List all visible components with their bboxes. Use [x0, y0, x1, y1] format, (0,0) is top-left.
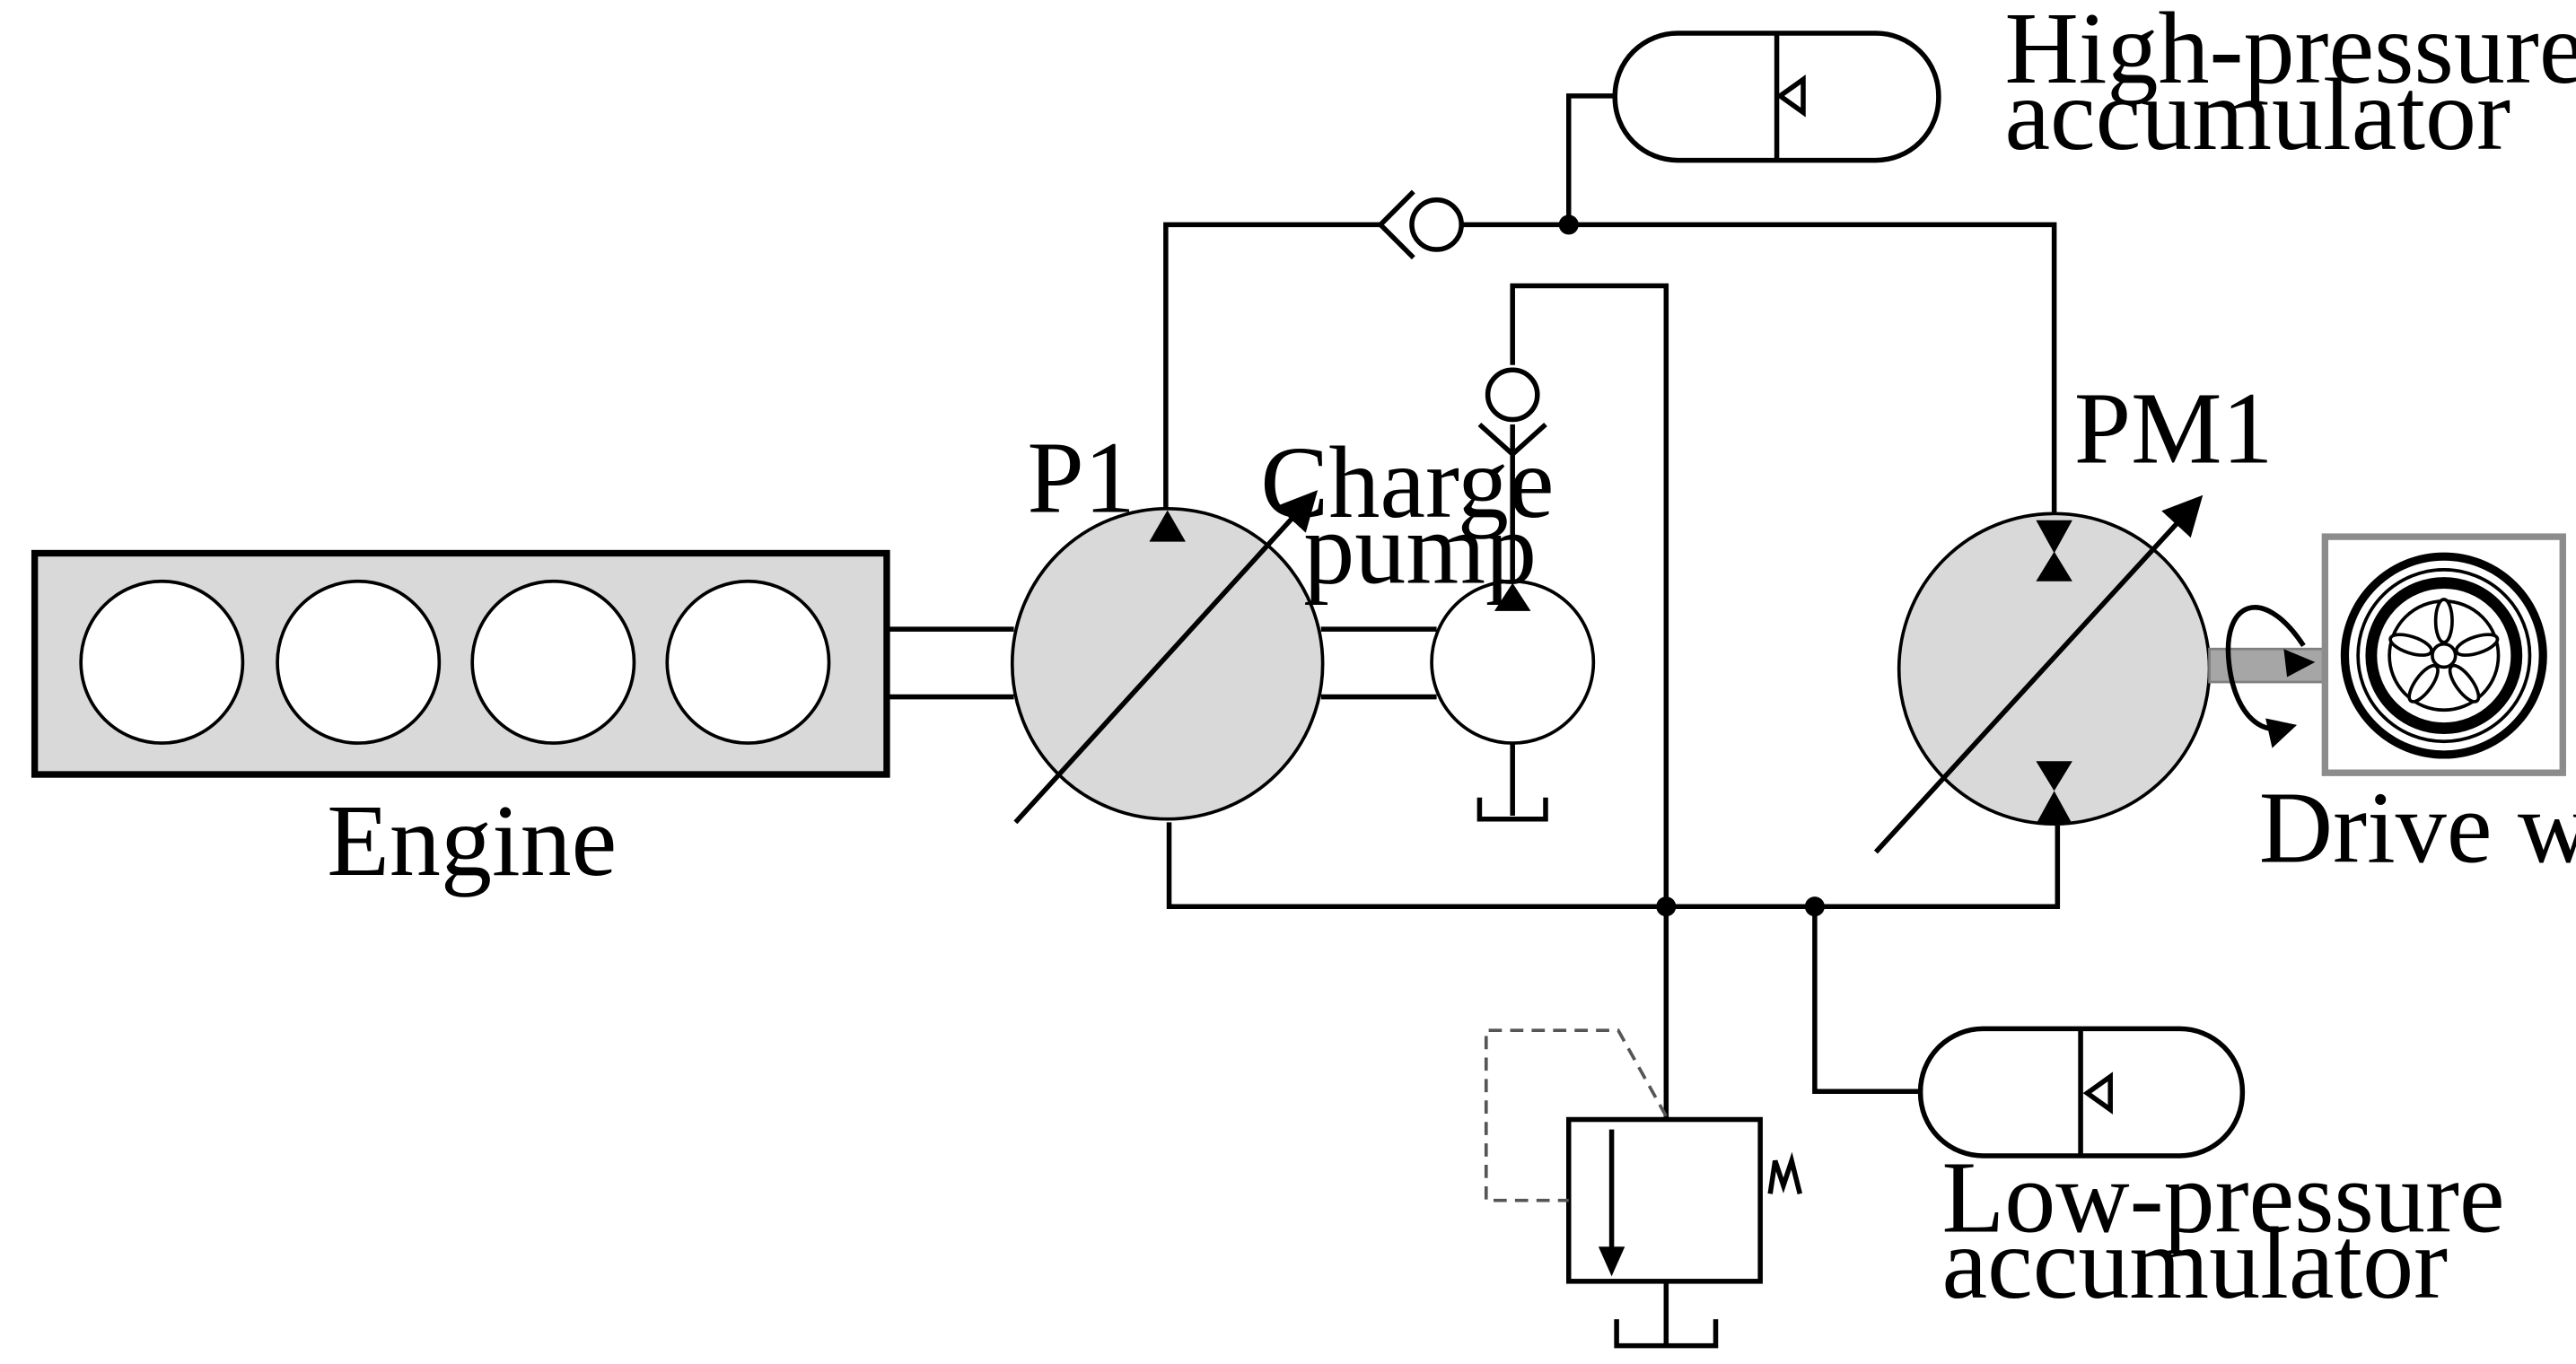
tank-symbol	[1614, 1319, 1719, 1349]
label-line: accumulator	[1942, 1206, 2449, 1320]
engine-cylinder	[470, 579, 636, 745]
check-valve-charge	[1477, 367, 1547, 458]
junction-dot	[1804, 896, 1825, 917]
junction-dot	[1656, 896, 1677, 917]
check-valve-high	[1377, 189, 1464, 260]
high-pressure-line	[1163, 93, 2057, 520]
engine-label: Engine	[327, 783, 617, 897]
pump-shaft	[1320, 626, 1437, 700]
drive-wheels-label: Drive wheels	[2259, 771, 2576, 885]
engine-cylinder	[665, 579, 831, 745]
engine-cylinder	[79, 579, 245, 745]
label-line: High-pressure	[2004, 0, 2576, 105]
pump-p1	[1010, 490, 1325, 825]
label-line: Charge	[1260, 425, 1554, 539]
charge-pump-label: Charge pump	[1260, 425, 1580, 606]
low-pressure-accumulator-label: Low-pressure accumulator	[1942, 1141, 2531, 1321]
tank-symbol	[1476, 797, 1548, 822]
engine	[31, 549, 890, 778]
relief-valve	[1484, 1028, 1802, 1349]
engine-shaft	[886, 626, 1014, 700]
label-line: accumulator	[2004, 57, 2510, 171]
output-shaft	[2208, 605, 2326, 748]
high-pressure-accumulator	[1612, 31, 1941, 163]
p1-label: P1	[1027, 421, 1135, 535]
pilot-line	[1484, 1028, 1668, 1202]
label-line: pump	[1303, 492, 1537, 606]
junction-dot	[1558, 214, 1579, 235]
low-pressure-accumulator	[1917, 1026, 2246, 1159]
engine-cylinder	[276, 579, 442, 745]
charge-pump	[1430, 579, 1596, 822]
label-line: Low-pressure	[1942, 1141, 2505, 1255]
high-pressure-accumulator-label: High-pressure accumulator	[2004, 0, 2576, 171]
low-pressure-line	[1166, 822, 2061, 1095]
pm1-label: PM1	[2074, 371, 2274, 485]
pump-motor-pm1	[1873, 494, 2212, 854]
drive-wheel-icon	[2321, 533, 2566, 776]
